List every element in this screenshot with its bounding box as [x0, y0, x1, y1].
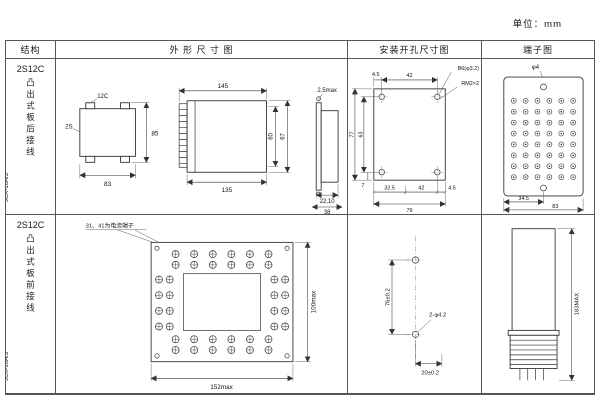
dim-38: 38 [324, 210, 331, 214]
terminal-cell-front: 183MAX [482, 215, 594, 394]
dim-67: 67 [280, 133, 286, 140]
dim-183max: 183MAX [575, 293, 581, 316]
spec-table: 结构 外 形 尺 寸 图 安装开孔尺寸图 端子图 2S12C 凸出式板后接线 J… [5, 40, 595, 395]
install-cell-front: 76±0.2 2-φ4.2 20±0.2 [348, 215, 482, 394]
dim-152max: 152max [210, 384, 233, 391]
outline-cell-rear: 12C 2S 83 85 145 [56, 59, 348, 215]
dim-32-5: 32.5 [384, 186, 395, 192]
mount-type-label: 凸出式板前接线 [25, 234, 36, 315]
dim-4-5-top: 4.5 [372, 72, 380, 78]
install-drawing-rear: 4.5 42 B6(φ3.2) RM2×2 77 63 7 [349, 66, 480, 214]
dim-145: 145 [217, 83, 228, 90]
structure-cell-rear: 2S12C 凸出式板后接线 JCK-10A/3 [6, 59, 56, 215]
hole-spec-label: B6(φ3.2) [458, 66, 480, 72]
side-drawing-front: 183MAX [507, 228, 581, 381]
dim-42-bottom: 42 [418, 186, 424, 192]
dim-85: 85 [151, 131, 159, 138]
install-cell-rear: 4.5 42 B6(φ3.2) RM2×2 77 63 7 [348, 59, 482, 215]
dim-135: 135 [221, 187, 232, 194]
dim-76: 76±0.2 [386, 288, 392, 306]
dim-100max: 100max [310, 290, 317, 313]
dim-60: 60 [269, 133, 275, 140]
header-terminal: 端子图 [482, 41, 594, 59]
dim-83-terminal: 83 [552, 204, 558, 210]
current-terminal-note: 31、41为电流端子 [86, 222, 134, 230]
dim-2-5max: 2.5max [317, 88, 337, 94]
outline-drawing-rear: 12C 2S 83 85 145 [65, 83, 343, 214]
dim-79: 79 [407, 208, 413, 214]
relay-code-label: JCK-10A/3 [6, 351, 10, 381]
dim-42-top: 42 [407, 73, 413, 79]
unit-label: 单位：mm [512, 19, 562, 30]
model-label: 2S12C [16, 220, 45, 230]
header-installation: 安装开孔尺寸图 [348, 41, 482, 59]
terminal-drawing-rear: φ4 34.5 83 [503, 65, 584, 213]
dim-34-5: 34.5 [518, 196, 529, 202]
dim-77: 77 [349, 131, 355, 137]
outline-drawing-front: 31、41为电流端子 152max 100max [86, 222, 318, 391]
dim-12c: 12C [97, 94, 109, 100]
dim-4-5-bottom: 4.5 [448, 186, 456, 192]
header-outline: 外 形 尺 寸 图 [56, 41, 348, 59]
terminal-cell-rear: φ4 34.5 83 [482, 59, 594, 215]
dim-2s: 2S [65, 125, 72, 131]
thread-spec-label: RM2×2 [461, 81, 479, 87]
header-structure: 结构 [6, 41, 56, 59]
mount-type-label: 凸出式板后接线 [25, 78, 36, 159]
dim-20: 20±0.2 [421, 370, 439, 376]
dim-83: 83 [104, 181, 112, 188]
structure-cell-front: 2S12C 凸出式板前接线 JCK-10A/3 [6, 215, 56, 394]
relay-code-label: JCK-10A/3 [6, 172, 10, 202]
outline-cell-front: 31、41为电流端子 152max 100max [56, 215, 348, 394]
dim-22-10: 22,10 [320, 199, 336, 205]
dim-7: 7 [361, 183, 364, 189]
hole-count-label: 2-φ4.2 [429, 313, 446, 319]
dim-phi4: φ4 [532, 65, 540, 71]
dim-63: 63 [358, 131, 364, 137]
install-drawing-front: 76±0.2 2-φ4.2 20±0.2 [386, 236, 446, 376]
model-label: 2S12C [16, 64, 45, 74]
